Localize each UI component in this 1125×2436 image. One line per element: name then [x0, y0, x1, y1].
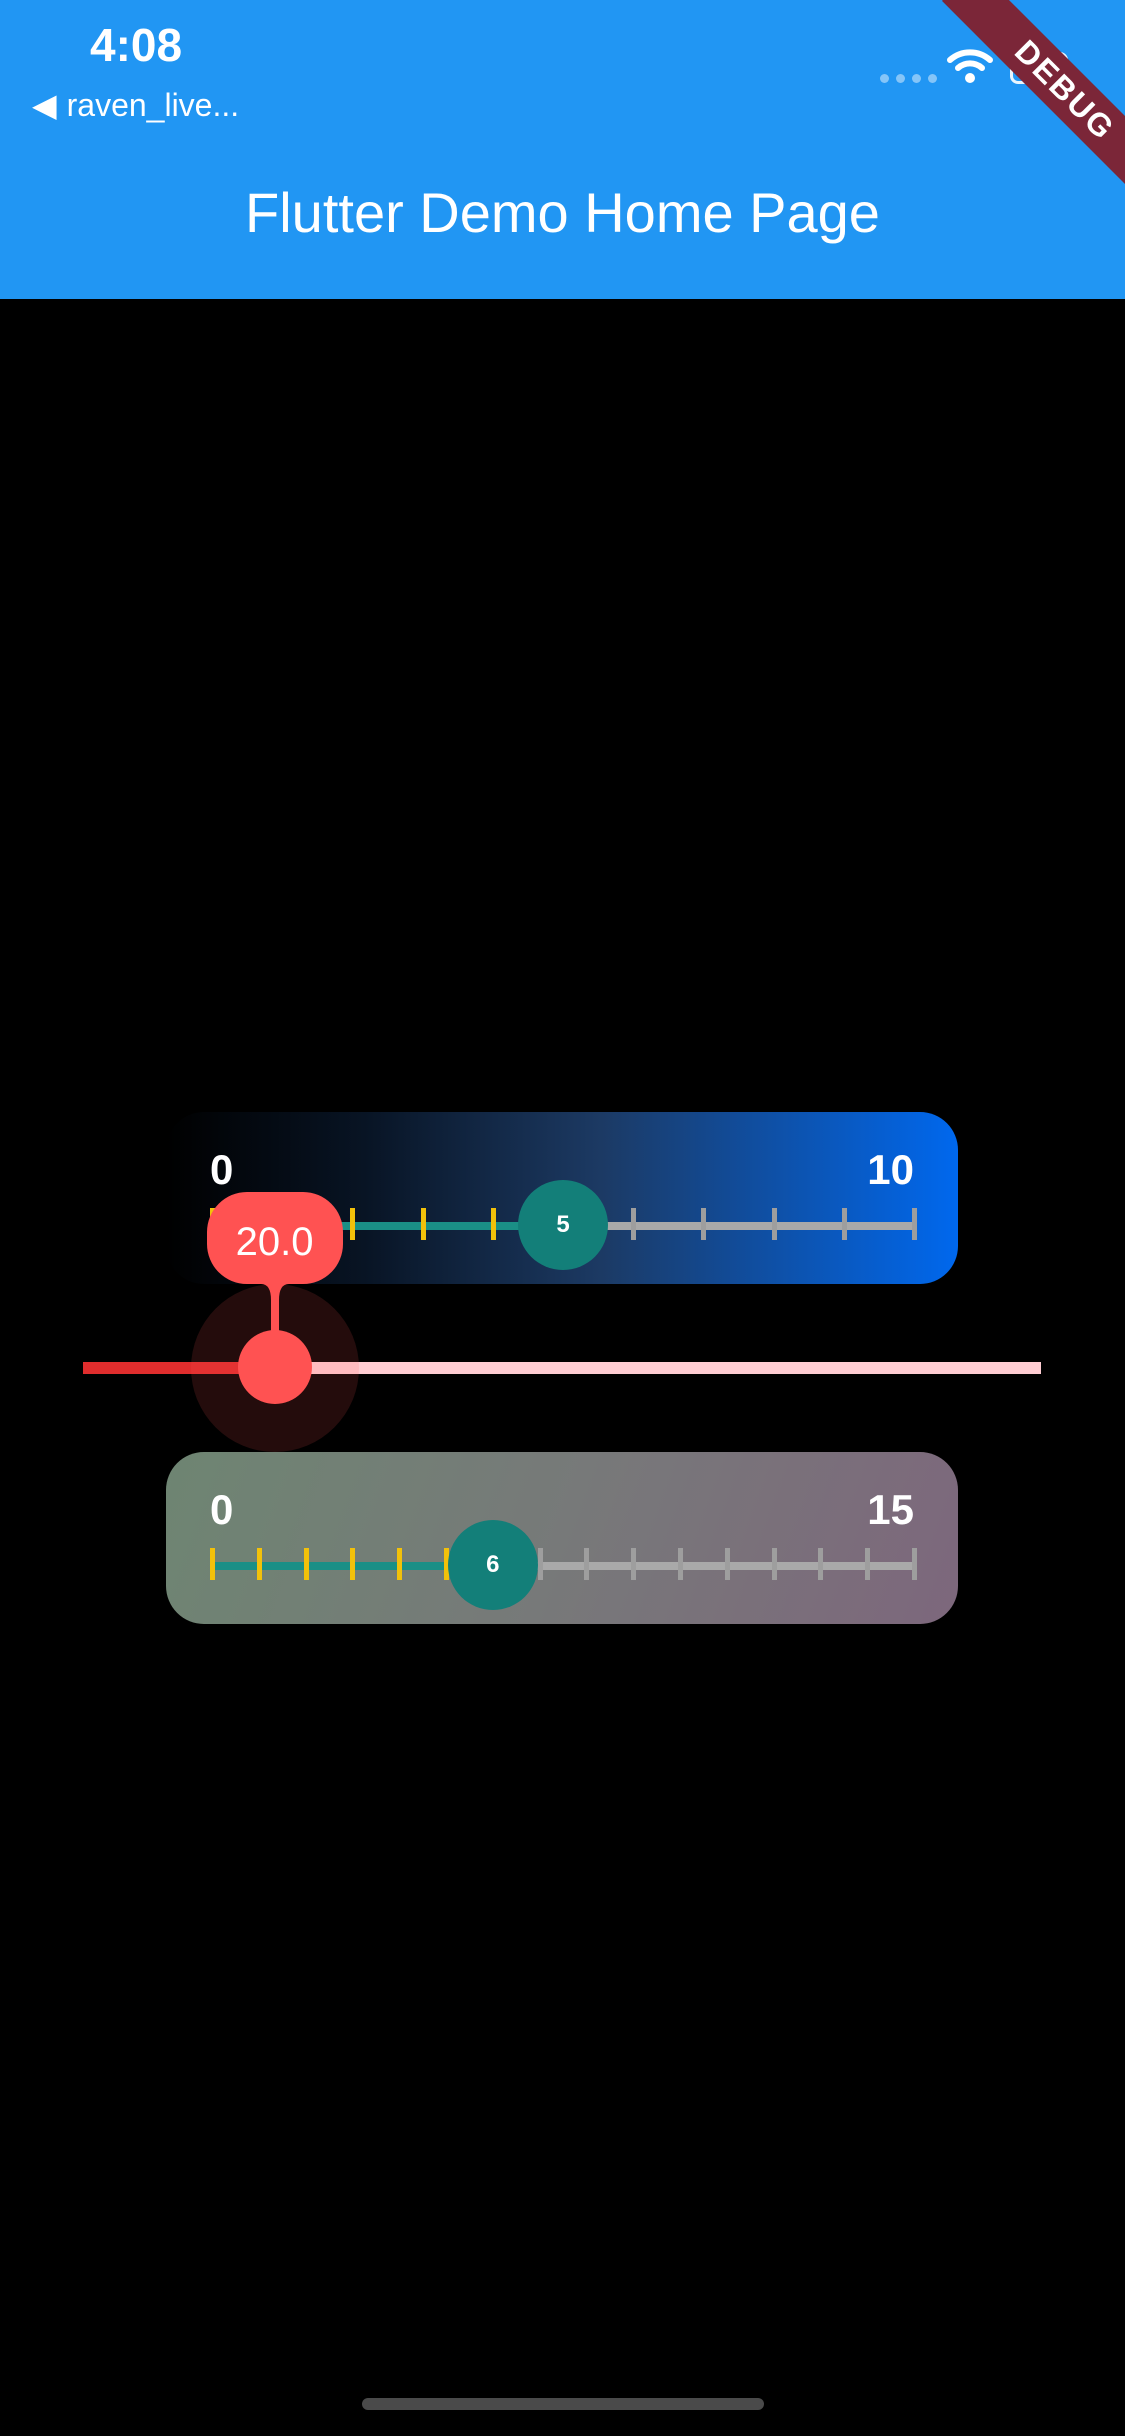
slider-tick-mark — [912, 1548, 917, 1580]
slider-track-active — [83, 1362, 275, 1374]
slider-thumb[interactable] — [237, 1330, 312, 1404]
slider-tick-mark — [771, 1548, 777, 1580]
slider-tick-mark — [865, 1548, 871, 1580]
wifi-icon — [947, 49, 993, 83]
slider-tick-mark — [631, 1208, 637, 1240]
slider-tick-mark — [420, 1208, 426, 1240]
slider-tick-mark — [678, 1548, 683, 1580]
slider-tick-mark — [303, 1548, 309, 1580]
slider-thumb[interactable]: 5 — [518, 1180, 608, 1270]
back-arrow-icon: ◀ — [32, 87, 57, 123]
slider-tick-mark — [701, 1208, 707, 1240]
slider-track-inactive — [212, 1562, 914, 1570]
slider-tick-mark — [584, 1548, 590, 1580]
slider-max-label: 10 — [867, 1146, 914, 1193]
slider-min-label: 0 — [210, 1146, 234, 1193]
slider-track-inactive — [83, 1362, 1041, 1374]
back-to-app-link[interactable]: ◀raven_live... — [32, 86, 239, 124]
red-slider[interactable]: 20.0 — [83, 1192, 1041, 1452]
slider-min-label: 0 — [210, 1486, 234, 1533]
cellular-signal-icon — [880, 74, 937, 83]
slider-track[interactable]: 6 — [210, 1520, 917, 1610]
slider-tick-mark — [724, 1548, 730, 1580]
slider-tick-mark — [444, 1548, 449, 1580]
value-indicator: 20.0 — [206, 1192, 343, 1338]
slider-tick-mark — [631, 1548, 637, 1580]
slider-tick-mark — [256, 1548, 262, 1580]
slider-card-2: 0 15 6 — [166, 1452, 958, 1624]
home-indicator — [362, 2398, 764, 2410]
slider-tick-mark — [841, 1208, 847, 1240]
slider-tick-mark — [912, 1208, 917, 1240]
slider-tick-mark — [350, 1208, 356, 1240]
page-title: Flutter Demo Home Page — [245, 181, 880, 244]
slider-max-label: 15 — [867, 1486, 914, 1533]
slider-track[interactable]: 5 — [210, 1180, 917, 1270]
slider-tick-mark — [490, 1208, 496, 1240]
app-bar: 4:08 ◀raven_live... Flutter Demo Home Pa… — [0, 0, 1125, 299]
value-indicator-label: 20.0 — [235, 1220, 314, 1264]
slider-tick-mark — [397, 1548, 403, 1580]
status-time: 4:08 — [90, 19, 183, 71]
back-app-label: raven_live... — [66, 87, 240, 123]
slider-tick-mark — [537, 1548, 543, 1580]
slider-tick-mark — [818, 1548, 824, 1580]
slider-track-active — [212, 1222, 563, 1230]
slider-tick-mark — [210, 1548, 215, 1580]
slider-tick-mark — [771, 1208, 777, 1240]
slider-thumb[interactable]: 6 — [447, 1520, 538, 1610]
slider-tick-mark — [350, 1548, 356, 1580]
